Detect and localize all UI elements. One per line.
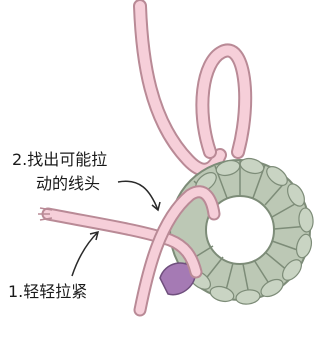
arrow-icon [118, 181, 160, 210]
annotation-step2-line1: 2.找出可能拉 [12, 150, 107, 170]
annotation-step1: 1.轻轻拉紧 [8, 282, 87, 302]
annotation-step2-line2: 动的线头 [36, 174, 100, 194]
arrow-icon [72, 232, 98, 276]
